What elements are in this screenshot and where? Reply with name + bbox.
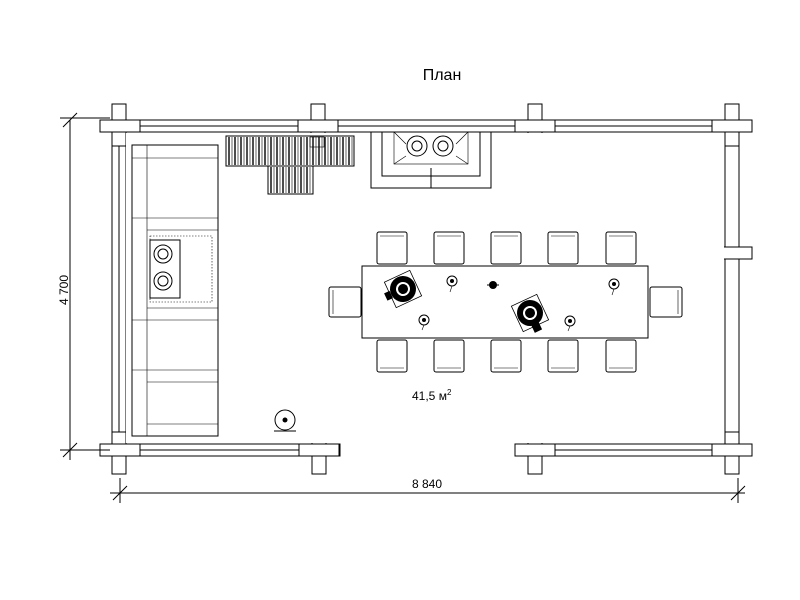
pot-icon bbox=[383, 269, 423, 309]
plan-title: План bbox=[423, 67, 462, 84]
fireplace-icon bbox=[370, 131, 492, 189]
firewood-stack-icon bbox=[225, 135, 355, 195]
chair bbox=[376, 231, 408, 265]
chair bbox=[490, 339, 522, 373]
area-label: 41,5 м2 bbox=[412, 388, 452, 403]
chairs-group bbox=[328, 231, 683, 373]
chair bbox=[649, 286, 683, 318]
chair bbox=[547, 231, 579, 265]
chair bbox=[490, 231, 522, 265]
dimension-height-label: 4 700 bbox=[57, 275, 71, 305]
bin-icon bbox=[274, 409, 296, 432]
teapot-icon bbox=[487, 281, 499, 289]
chair bbox=[547, 339, 579, 373]
glass-icon bbox=[564, 315, 576, 332]
glass-icon bbox=[608, 278, 620, 296]
dimension-horizontal bbox=[110, 478, 746, 503]
pot-icon bbox=[510, 293, 550, 333]
area-unit-superscript: 2 bbox=[447, 388, 452, 397]
glass-icon bbox=[446, 275, 458, 293]
glass-icon bbox=[418, 314, 430, 331]
chair bbox=[328, 286, 362, 318]
chair bbox=[376, 339, 408, 373]
chair bbox=[433, 339, 465, 373]
chair bbox=[433, 231, 465, 265]
hob-icon bbox=[149, 235, 213, 303]
table-items bbox=[383, 269, 620, 333]
chair bbox=[605, 339, 637, 373]
dimension-width-label: 8 840 bbox=[412, 477, 442, 491]
dimension-vertical bbox=[60, 112, 110, 460]
chair bbox=[605, 231, 637, 265]
